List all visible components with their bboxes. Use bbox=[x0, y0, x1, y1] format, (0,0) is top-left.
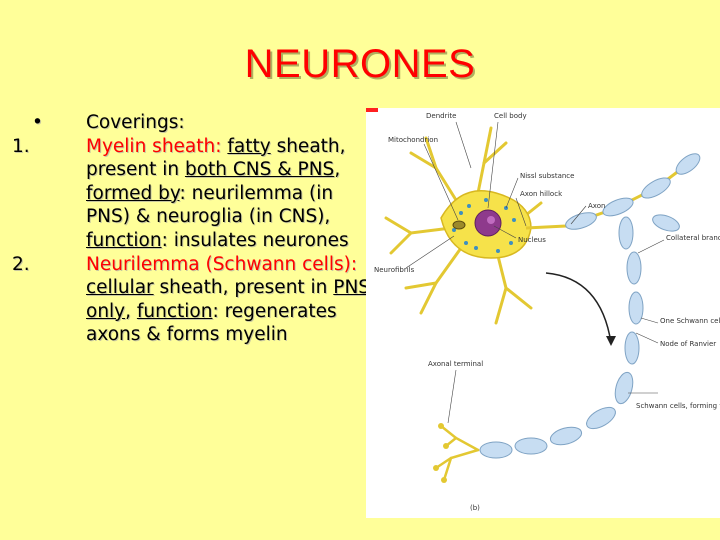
neuron-illustration: Dendrite Cell body Mitochondrion Nissl s… bbox=[366, 108, 720, 512]
item-number: 1. bbox=[12, 135, 30, 157]
label-nucleus: Nucleus bbox=[518, 236, 546, 244]
nucleus bbox=[474, 209, 502, 237]
text-plain: sheath, present in bbox=[153, 277, 334, 299]
item-term: Myelin sheath: bbox=[86, 135, 222, 157]
text-underlined: function bbox=[136, 300, 213, 322]
mitochondrion bbox=[452, 220, 466, 230]
label-neurofibrils: Neurofibrils bbox=[374, 266, 415, 274]
myelin-segments bbox=[565, 153, 701, 230]
collateral-branch bbox=[479, 214, 680, 459]
label-schwann-cell: One Schwann cell bbox=[660, 317, 720, 325]
label-axon-hillock: Axon hillock bbox=[520, 190, 563, 198]
bullet-list: • Coverings: 1. Myelin sheath: fatty she… bbox=[12, 111, 372, 347]
list-item-neurilemma: 2. Neurilemma (Schwann cells): cellular … bbox=[12, 253, 372, 347]
bullet-marker: • bbox=[32, 112, 43, 133]
item-number: 2. bbox=[12, 253, 30, 275]
neuron-diagram: Dendrite Cell body Mitochondrion Nissl s… bbox=[366, 108, 720, 518]
text-plain: : neurilemma (in PNS) & neuroglia (in CN… bbox=[86, 182, 334, 228]
arrow-head bbox=[606, 336, 616, 346]
nucleolus bbox=[487, 216, 495, 224]
text-plain: : insulates neurones bbox=[161, 229, 349, 251]
list-item-myelin: 1. Myelin sheath: fatty sheath, present … bbox=[12, 135, 372, 253]
text-plain: sheath, present in bbox=[86, 135, 346, 181]
label-axonal-terminal: Axonal terminal bbox=[428, 360, 483, 368]
axon bbox=[525, 153, 701, 230]
figure-marker bbox=[366, 108, 378, 112]
curved-arrow bbox=[545, 272, 612, 344]
dendrites bbox=[384, 126, 543, 325]
label-nissl: Nissl substance bbox=[520, 172, 574, 180]
label-node: Node of Ranvier bbox=[660, 340, 716, 348]
slide-title: NEURONES bbox=[244, 42, 476, 86]
terminal-knobs bbox=[433, 423, 449, 483]
text-underlined: formed by bbox=[86, 182, 180, 204]
label-mitochondrion: Mitochondrion bbox=[388, 136, 438, 144]
text-underlined: cellular bbox=[86, 277, 154, 299]
label-collateral: Collateral branch bbox=[666, 234, 720, 242]
text-underlined: function bbox=[86, 229, 162, 251]
text-plain: : regenerates axons & forms myelin bbox=[86, 300, 337, 346]
text-underlined: fatty bbox=[227, 135, 271, 157]
label-cell-body: Cell body bbox=[494, 112, 527, 120]
axonal-terminals bbox=[434, 424, 480, 482]
item-text: Neurilemma (Schwann cells): cellular she… bbox=[86, 253, 372, 347]
item-term: Neurilemma (Schwann cells): bbox=[86, 253, 358, 275]
coverings-heading: Coverings: bbox=[86, 112, 185, 133]
label-schwann-sheath: Schwann cells, forming the myelin sheath… bbox=[636, 402, 720, 410]
label-panel: (b) bbox=[470, 504, 480, 512]
label-axon: Axon bbox=[588, 202, 605, 210]
text-underlined: both CNS & PNS bbox=[184, 159, 335, 181]
text-plain: , bbox=[334, 159, 341, 181]
leader-lines bbox=[405, 121, 665, 424]
text-plain: , bbox=[125, 300, 137, 322]
text-underlined: PNS only bbox=[86, 277, 371, 322]
item-text: Myelin sheath: fatty sheath, present in … bbox=[86, 135, 372, 253]
coverings-row: • Coverings: bbox=[12, 111, 372, 135]
label-dendrite: Dendrite bbox=[426, 112, 456, 120]
